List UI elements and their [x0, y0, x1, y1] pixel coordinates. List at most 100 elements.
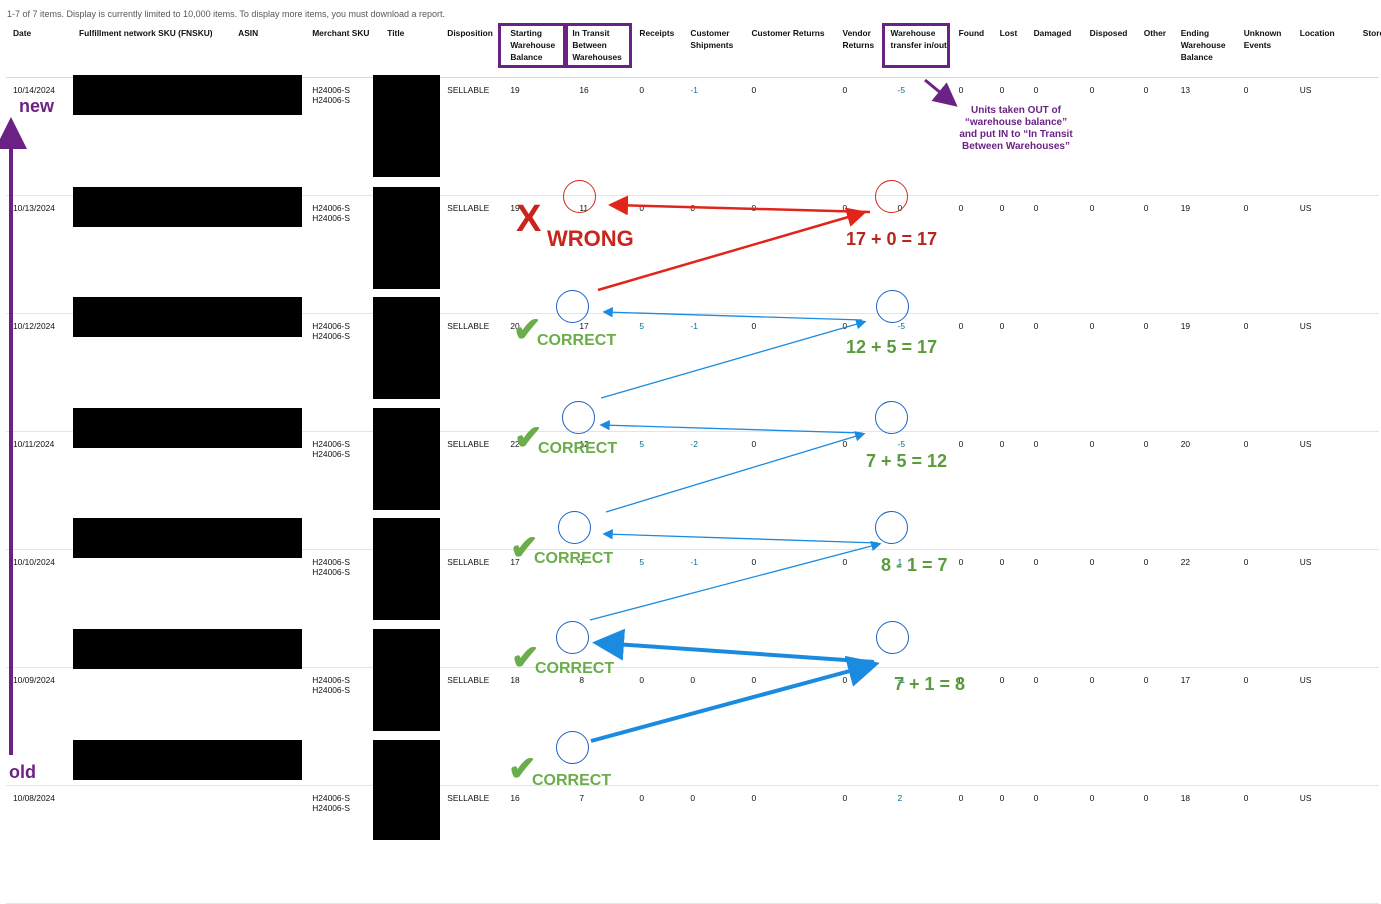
cell-ending: 13	[1173, 77, 1237, 196]
cell-store	[1355, 195, 1379, 314]
merchant-sku-text: H24006-S	[312, 793, 350, 803]
col-header[interactable]: Ending Warehouse Balance	[1173, 21, 1237, 78]
cell-vendor: 0	[835, 667, 884, 786]
redacted-fnsku-4	[73, 408, 302, 448]
col-header[interactable]: Customer Shipments	[683, 21, 745, 78]
col-header[interactable]: In Transit Between Warehouses	[565, 21, 633, 78]
cell-damaged: 0	[1026, 549, 1083, 668]
cell-found: 0	[951, 785, 993, 904]
cell-disposition: SELLABLE	[440, 667, 504, 786]
cell-transfer[interactable]: 2	[883, 785, 952, 904]
col-header[interactable]: Found	[951, 21, 993, 78]
merchant-sku-text: H24006-S	[312, 203, 350, 213]
cell-lost: 0	[992, 785, 1027, 904]
cell-receipts[interactable]: 5	[632, 313, 684, 432]
cell-lost: 0	[992, 549, 1027, 668]
cell-other: 0	[1136, 667, 1174, 786]
cell-disposed: 0	[1082, 549, 1137, 668]
col-header[interactable]: Merchant SKU	[305, 21, 381, 78]
equation-1012: 12 + 5 = 17	[846, 337, 938, 357]
col-header[interactable]: Store	[1355, 21, 1381, 78]
cell-receipts: 0	[632, 195, 684, 314]
highlight-warehouse-transfer	[882, 23, 950, 68]
col-header[interactable]: ASIN	[231, 21, 306, 78]
cell-ending: 17	[1173, 667, 1237, 786]
col-header[interactable]: Fulfillment network SKU (FNSKU)	[72, 21, 232, 78]
cell-shipments[interactable]: -2	[683, 431, 745, 550]
cell-receipts: 0	[632, 667, 684, 786]
merchant-sku-text: H24006-S	[312, 213, 350, 223]
circle-transit-1011	[562, 401, 595, 434]
cell-returns: 0	[744, 667, 836, 786]
cell-other: 0	[1136, 77, 1174, 196]
cell-shipments[interactable]: -1	[683, 549, 745, 668]
circle-transit-1013	[563, 180, 596, 213]
cell-unknown: 0	[1236, 667, 1293, 786]
cell-start: 19	[503, 195, 566, 314]
cell-other: 0	[1136, 313, 1174, 432]
cell-other: 0	[1136, 785, 1174, 904]
col-header[interactable]: Disposed	[1082, 21, 1137, 78]
cell-unknown: 0	[1236, 785, 1293, 904]
cell-transfer[interactable]: -5	[883, 77, 952, 196]
correct-label: CORRECT	[537, 332, 617, 349]
col-header[interactable]: Lost	[992, 21, 1027, 78]
redacted-title-3	[373, 297, 440, 399]
check-icon: ✔	[510, 529, 539, 567]
cell-damaged: 0	[1026, 431, 1083, 550]
cell-location: US	[1292, 77, 1356, 196]
cell-found: 0	[951, 431, 993, 550]
cell-disposed: 0	[1082, 785, 1137, 904]
cell-redacted	[231, 785, 306, 904]
equation-1013: 17 + 0 = 17	[846, 229, 938, 249]
cell-store	[1355, 313, 1379, 432]
cell-disposed: 0	[1082, 667, 1137, 786]
col-header[interactable]: Warehouse transfer in/out	[883, 21, 952, 78]
redacted-title-1	[373, 75, 440, 177]
cell-found: 0	[951, 667, 993, 786]
cell-shipments[interactable]: -1	[683, 77, 745, 196]
col-header[interactable]: Starting Warehouse Balance	[503, 21, 566, 78]
col-header[interactable]: Date	[6, 21, 73, 78]
col-header[interactable]: Other	[1136, 21, 1174, 78]
redacted-fnsku-6	[73, 629, 302, 669]
redacted-title-4	[373, 408, 440, 510]
cell-disposed: 0	[1082, 313, 1137, 432]
cell-date: 10/09/2024	[6, 667, 73, 786]
cell-damaged: 0	[1026, 785, 1083, 904]
col-header[interactable]: Customer Returns	[744, 21, 836, 78]
cell-store	[1355, 549, 1379, 668]
col-header[interactable]: Disposition	[440, 21, 504, 78]
cell-unknown: 0	[1236, 77, 1293, 196]
correct-label: CORRECT	[532, 772, 612, 789]
cell-shipments[interactable]: -1	[683, 313, 745, 432]
col-header[interactable]: Location	[1292, 21, 1356, 78]
cell-disposition: SELLABLE	[440, 195, 504, 314]
merchant-sku-text: H24006-S	[312, 95, 350, 105]
annotation-note: Units taken OUT of “warehouse balance” a…	[959, 105, 1073, 152]
cell-transfer[interactable]: -1	[883, 667, 952, 786]
merchant-sku-text: H24006-S	[312, 331, 350, 341]
col-header[interactable]: Receipts	[632, 21, 684, 78]
redacted-title-6	[373, 629, 440, 731]
cell-receipts[interactable]: 5	[632, 431, 684, 550]
col-header[interactable]: Unknown Events	[1236, 21, 1293, 78]
cell-lost: 0	[992, 313, 1027, 432]
col-header[interactable]: Damaged	[1026, 21, 1083, 78]
redacted-fnsku-3	[73, 297, 302, 337]
cell-start: 17	[503, 549, 566, 668]
redacted-title-2	[373, 187, 440, 289]
col-header[interactable]: Vendor Returns	[835, 21, 884, 78]
equation-1010: 8 - 1 = 7	[881, 555, 948, 575]
cell-vendor: 0	[835, 785, 884, 904]
col-header[interactable]: Title	[380, 21, 441, 78]
cell-other: 0	[1136, 195, 1174, 314]
cell-damaged: 0	[1026, 195, 1083, 314]
cell-receipts[interactable]: 5	[632, 549, 684, 668]
redacted-title-7	[373, 740, 440, 840]
highlight-in-transit	[565, 23, 632, 68]
cell-unknown: 0	[1236, 195, 1293, 314]
